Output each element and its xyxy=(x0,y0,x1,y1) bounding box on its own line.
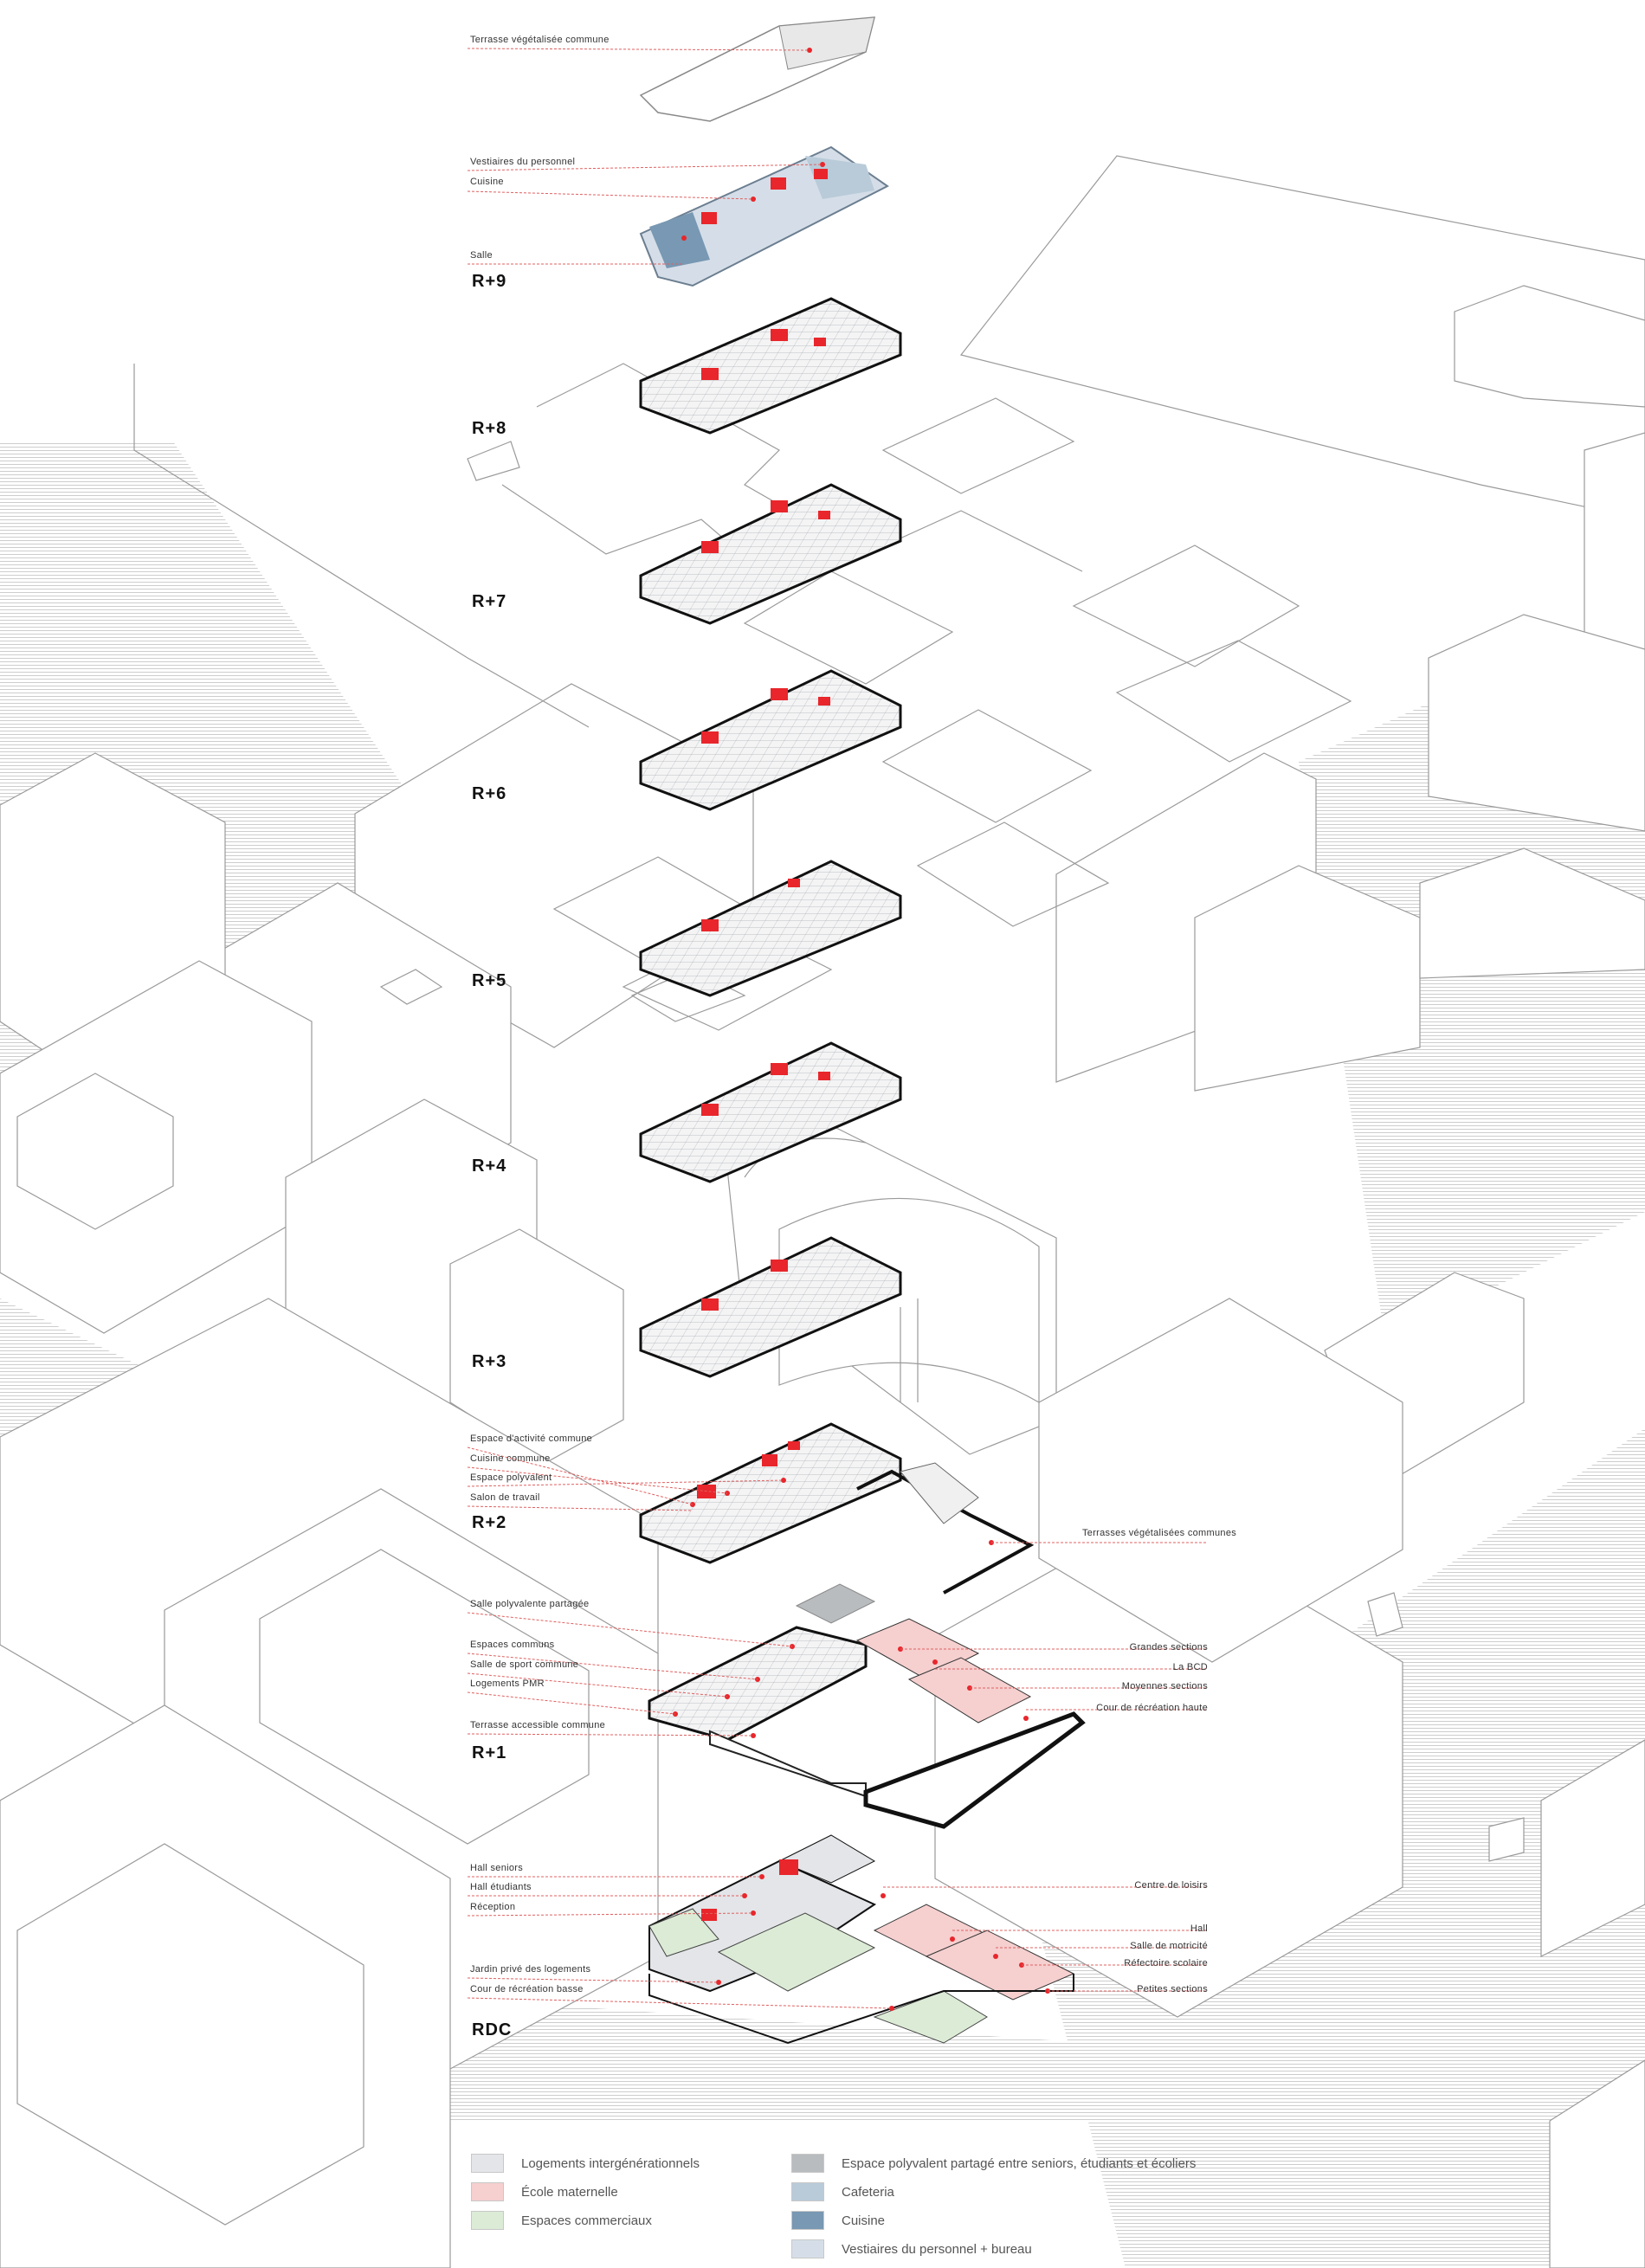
floor-name-r3: R+3 xyxy=(472,1352,507,1371)
label-cour-basse: Cour de récréation basse xyxy=(470,1984,584,1994)
floor-name-r6: R+6 xyxy=(472,784,507,803)
label-espace-activite: Espace d'activité commune xyxy=(470,1434,593,1444)
floor-name-rdc: RDC xyxy=(472,2020,513,2039)
label-espace-polyvalent: Espace polyvalent xyxy=(470,1472,552,1483)
label-salle-sport: Salle de sport commune xyxy=(470,1659,579,1670)
label-petites-sections: Petites sections xyxy=(1137,1984,1208,1994)
label-cuisine-commune: Cuisine commune xyxy=(470,1453,551,1464)
legend-swatch xyxy=(791,2154,824,2173)
plate-r5 xyxy=(639,860,902,997)
plate-r8 xyxy=(639,297,902,435)
legend-swatch xyxy=(791,2182,824,2201)
plate-r1 xyxy=(648,1583,1086,1829)
legend-swatch xyxy=(471,2182,504,2201)
floor-plates xyxy=(639,16,1086,2045)
label-terrasse-accessible: Terrasse accessible commune xyxy=(470,1720,606,1730)
label-cour-haute: Cour de récréation haute xyxy=(1096,1703,1208,1713)
plate-r3 xyxy=(639,1236,902,1378)
plate-r7 xyxy=(639,483,902,625)
label-grandes-sections: Grandes sections xyxy=(1129,1642,1208,1653)
floor-name-r5: R+5 xyxy=(472,971,507,990)
legend-item: Cafeteria xyxy=(791,2182,894,2201)
label-terrasse-vegetalisee: Terrasse végétalisée commune xyxy=(470,35,610,45)
label-salle: Salle xyxy=(470,250,493,261)
label-hall-etudiants: Hall étudiants xyxy=(470,1882,532,1892)
legend-swatch xyxy=(471,2154,504,2173)
legend-item: Espace polyvalent partagé entre seniors,… xyxy=(791,2154,1196,2173)
plate-r9 xyxy=(639,145,889,287)
label-reception: Réception xyxy=(470,1902,516,1912)
floor-name-r4: R+4 xyxy=(472,1157,507,1176)
legend-label: École maternelle xyxy=(521,2184,618,2200)
label-hall-seniors: Hall seniors xyxy=(470,1863,524,1873)
legend-swatch xyxy=(471,2211,504,2230)
legend-label: Espace polyvalent partagé entre seniors,… xyxy=(842,2155,1197,2171)
legend-label: Cafeteria xyxy=(842,2184,894,2200)
label-logements-pmr: Logements PMR xyxy=(470,1678,545,1689)
floor-name-r7: R+7 xyxy=(472,592,507,611)
label-moyennes-sections: Moyennes sections xyxy=(1121,1681,1208,1691)
label-salle-polyvalente: Salle polyvalente partagée xyxy=(470,1599,590,1609)
legend-item: Vestiaires du personnel + bureau xyxy=(791,2239,1032,2258)
context-buildings xyxy=(0,155,1645,2268)
label-refectoire: Réfectoire scolaire xyxy=(1124,1958,1208,1968)
floor-name-r2: R+2 xyxy=(472,1513,507,1532)
legend-item: École maternelle xyxy=(471,2182,618,2201)
label-espaces-communs: Espaces communs xyxy=(470,1640,555,1650)
plate-r4 xyxy=(639,1041,902,1183)
plate-rdc xyxy=(648,1834,1075,2045)
label-cuisine: Cuisine xyxy=(470,177,504,187)
label-vestiaires: Vestiaires du personnel xyxy=(470,157,576,167)
legend-label: Logements intergénérationnels xyxy=(521,2155,700,2171)
label-salle-motricite: Salle de motricité xyxy=(1130,1941,1208,1951)
legend: Logements intergénérationnels École mate… xyxy=(468,2145,1247,2266)
plate-r2 xyxy=(639,1422,1035,1595)
legend-swatch xyxy=(791,2239,824,2258)
floor-name-r8: R+8 xyxy=(472,419,507,438)
label-terrasses-vegetalisees: Terrasses végétalisées communes xyxy=(1082,1528,1237,1538)
label-centre-loisirs: Centre de loisirs xyxy=(1134,1880,1208,1891)
label-salon-travail: Salon de travail xyxy=(470,1492,540,1503)
leader-lines xyxy=(467,48,1208,2009)
label-hall: Hall xyxy=(1190,1923,1208,1934)
legend-item: Cuisine xyxy=(791,2211,885,2230)
label-la-bcd: La BCD xyxy=(1172,1662,1208,1672)
legend-swatch xyxy=(791,2211,824,2230)
legend-item: Espaces commerciaux xyxy=(471,2211,652,2230)
floor-name-r9: R+9 xyxy=(472,272,507,291)
legend-label: Cuisine xyxy=(842,2213,886,2228)
plate-r6 xyxy=(639,669,902,811)
label-jardin-prive: Jardin privé des logements xyxy=(470,1964,591,1975)
floor-name-r1: R+1 xyxy=(472,1743,507,1762)
roof-terrace-plate xyxy=(639,16,875,122)
legend-item: Logements intergénérationnels xyxy=(471,2154,700,2173)
legend-label: Espaces commerciaux xyxy=(521,2213,652,2228)
legend-label: Vestiaires du personnel + bureau xyxy=(842,2241,1032,2257)
